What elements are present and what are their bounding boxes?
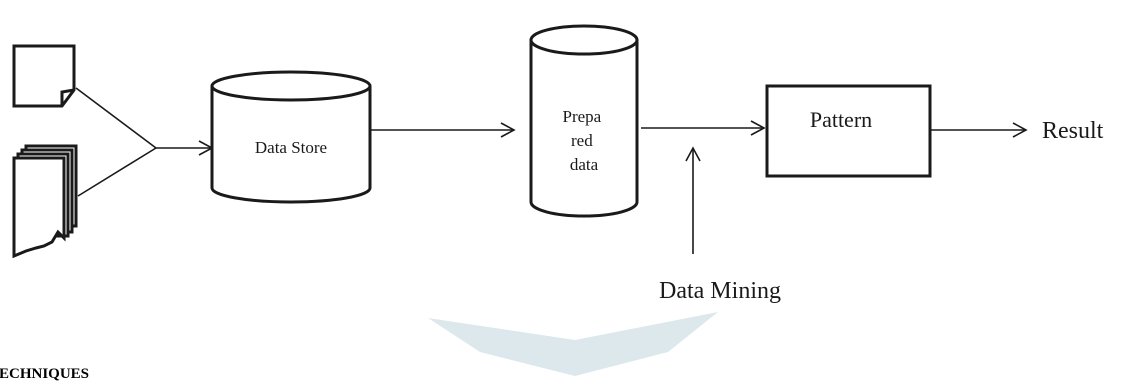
section-heading: ECHNIQUES (0, 366, 89, 381)
data-store-label: Data Store (255, 138, 327, 157)
pattern-box (765, 84, 932, 178)
data-mining-label: Data Mining (659, 278, 781, 304)
prepared-data-cylinder (529, 24, 639, 218)
document-icon (12, 44, 76, 108)
prepared-data-label-line-3: data (570, 155, 599, 174)
watermark-chevron (428, 312, 718, 376)
pattern-label: Pattern (810, 107, 872, 132)
prepared-data-label-line-2: red (571, 131, 593, 150)
merge-line-bottom (77, 147, 157, 197)
prepared-data-label: Prepa red data (563, 107, 606, 174)
merge-line-top (75, 87, 157, 149)
result-label: Result (1042, 118, 1104, 144)
data-store-cylinder (210, 70, 372, 204)
prepared-data-label-line-1: Prepa (563, 107, 602, 126)
stacked-documents-icon (12, 144, 78, 259)
